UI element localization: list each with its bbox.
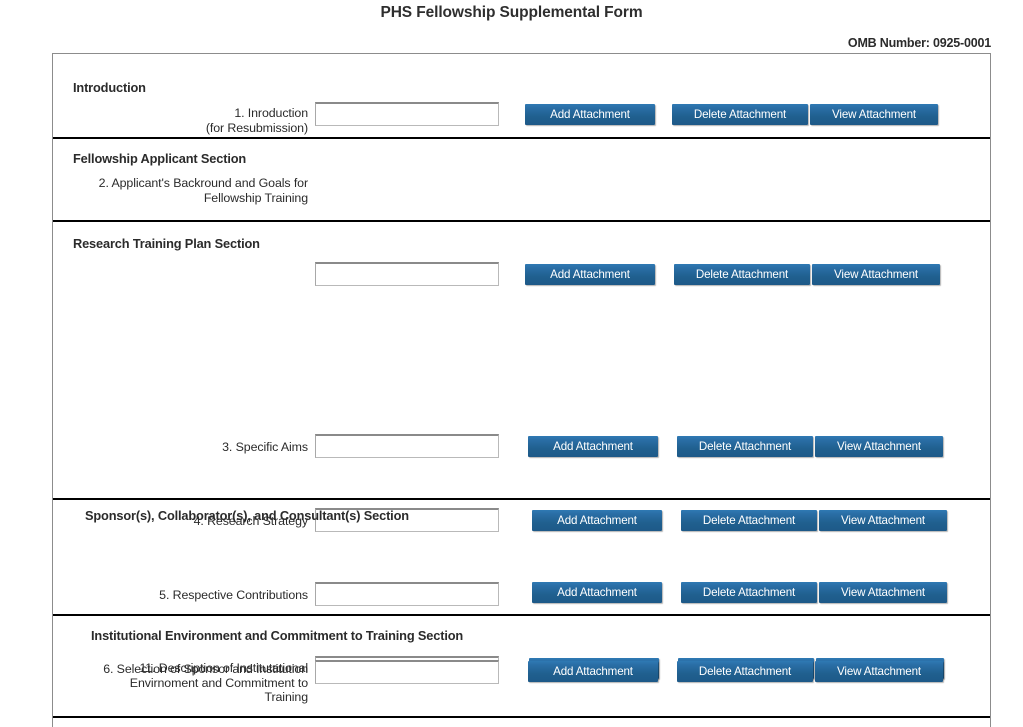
attachment-row: 5. Respective Contributions Add Attachme… bbox=[53, 296, 990, 606]
attachment-row: 2. Applicant's Backround and Goals for F… bbox=[53, 139, 990, 286]
attachment-row: 10. Letters of Support from Collaborator… bbox=[53, 537, 990, 574]
section-title: Research Training Plan Section bbox=[73, 236, 260, 251]
row-label: 1. Inroduction (for Resubmission) bbox=[205, 106, 308, 135]
form-panel: Introduction 1. Inroduction (for Resubmi… bbox=[52, 53, 991, 727]
delete-attachment-button[interactable]: Delete Attachment bbox=[681, 582, 817, 603]
section-title: Institutional Environment and Commitment… bbox=[91, 628, 464, 643]
section-sponsor-collaborator: Sponsor(s), Collaborator(s), and Consult… bbox=[53, 500, 990, 616]
delete-attachment-button[interactable]: Delete Attachment bbox=[677, 436, 813, 457]
view-attachment-button[interactable]: View Attachment bbox=[810, 104, 938, 125]
section-title: Fellowship Applicant Section bbox=[73, 151, 247, 166]
view-attachment-button[interactable]: View Attachment bbox=[819, 582, 947, 603]
view-attachment-button[interactable]: View Attachment bbox=[815, 661, 943, 682]
section-institutional-environment: Institutional Environment and Commitment… bbox=[53, 616, 990, 718]
add-attachment-button[interactable]: Add Attachment bbox=[528, 436, 658, 457]
attachment-field[interactable] bbox=[315, 660, 499, 684]
row-label: 5. Respective Contributions bbox=[159, 588, 308, 602]
add-attachment-button[interactable]: Add Attachment bbox=[525, 264, 655, 285]
attachment-row: 3. Specific Aims Add Attachment Delete A… bbox=[53, 222, 990, 458]
attachment-row: 7. Progress Report Publication List (for… bbox=[53, 370, 990, 407]
row-label: 4. Research Strategy bbox=[193, 514, 309, 528]
page-title: PHS Fellowship Supplemental Form bbox=[380, 4, 643, 21]
section-introduction: Introduction 1. Inroduction (for Resubmi… bbox=[53, 54, 990, 139]
view-attachment-button[interactable]: View Attachment bbox=[815, 436, 943, 457]
section-fellowship-applicant: Fellowship Applicant Section 2. Applican… bbox=[53, 139, 990, 286]
view-attachment-button[interactable]: View Attachment bbox=[819, 510, 947, 531]
add-attachment-button[interactable]: Add Attachment bbox=[528, 661, 658, 682]
attachment-row: 4. Research Strategy Add Attachment Dele… bbox=[53, 259, 990, 532]
delete-attachment-button[interactable]: Delete Attachment bbox=[672, 104, 808, 125]
attachment-row: 9. Sponsor and Co-Sponsor Statements Add… bbox=[53, 500, 990, 537]
add-attachment-button[interactable]: Add Attachment bbox=[532, 582, 662, 603]
add-attachment-button[interactable]: Add Attachment bbox=[532, 510, 662, 531]
section-research-training-plan: Research Training Plan Section 3. Specif… bbox=[53, 222, 990, 680]
row-label: 2. Applicant's Backround and Goals for F… bbox=[98, 176, 308, 205]
view-attachment-button[interactable]: View Attachment bbox=[812, 264, 940, 285]
row-label: 3. Specific Aims bbox=[222, 440, 308, 454]
attachment-row: 8. Training in the Responsible Conduct o… bbox=[53, 407, 990, 444]
section-next-partial bbox=[53, 718, 990, 727]
row-label: 6. Selection of Sponsor and Institution bbox=[103, 662, 308, 676]
omb-number: OMB Number: 0925-0001 bbox=[847, 36, 991, 50]
attachment-field[interactable] bbox=[315, 262, 499, 286]
section-title: Introduction bbox=[73, 80, 146, 95]
attachment-field[interactable] bbox=[315, 582, 499, 606]
row-label: 11. Description of Institutational Envir… bbox=[129, 661, 308, 704]
add-attachment-button[interactable]: Add Attachment bbox=[525, 104, 655, 125]
delete-attachment-button[interactable]: Delete Attachment bbox=[674, 264, 810, 285]
attachment-field[interactable] bbox=[315, 434, 499, 458]
section-title: Sponsor(s), Collaborator(s), and Consult… bbox=[85, 508, 409, 523]
attachment-row: 6. Selection of Sponsor and Institution … bbox=[53, 333, 990, 680]
attachment-row: 11. Description of Institutational Envir… bbox=[53, 616, 990, 704]
attachment-row: 1. Inroduction (for Resubmission) Add At… bbox=[53, 54, 990, 135]
attachment-field[interactable] bbox=[315, 508, 499, 532]
delete-attachment-button[interactable]: Delete Attachment bbox=[677, 661, 813, 682]
attachment-field[interactable] bbox=[315, 102, 499, 126]
delete-attachment-button[interactable]: Delete Attachment bbox=[681, 510, 817, 531]
